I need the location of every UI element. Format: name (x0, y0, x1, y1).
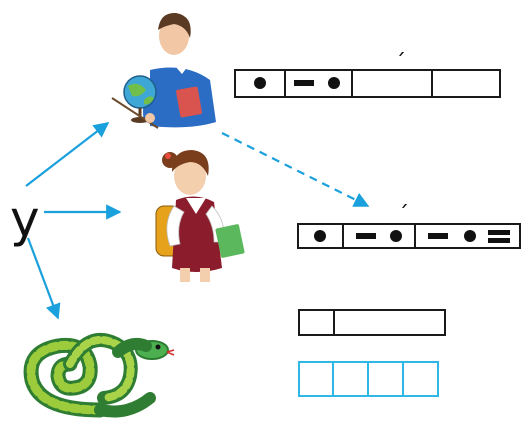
vowel-dot (464, 230, 476, 242)
arrow-to-snake (26, 237, 61, 320)
snake-icon (23, 333, 175, 418)
dashed-arrow-teacher-to-scheme (221, 132, 370, 207)
letter-u: у (10, 190, 40, 248)
scheme-box (234, 69, 501, 98)
teacher-with-globe-icon (111, 12, 216, 129)
consonant-dot (314, 230, 326, 242)
consonant-dash (428, 233, 448, 239)
stress-mark: ´ (398, 203, 409, 228)
arrows (25, 122, 370, 320)
arrow-to-teacher (25, 122, 110, 187)
scheme-box (298, 309, 446, 336)
schoolgirl-with-book-icon (155, 150, 245, 282)
scheme-snake-row-2 (298, 361, 439, 397)
scheme-schoolgirl: ´ (297, 203, 521, 249)
equals-bar-top (488, 230, 510, 235)
consonant-dot (254, 77, 266, 89)
equals-bar-bottom (488, 238, 510, 243)
consonant-dash (294, 80, 314, 86)
vowel-dot (390, 230, 402, 242)
consonant-dash (356, 233, 376, 239)
vowel-dot (328, 77, 340, 89)
stress-mark: ´ (395, 51, 406, 76)
scheme-box (297, 223, 521, 249)
scheme-snake-row-1 (298, 309, 446, 336)
scheme-teacher: ´ (234, 51, 501, 98)
